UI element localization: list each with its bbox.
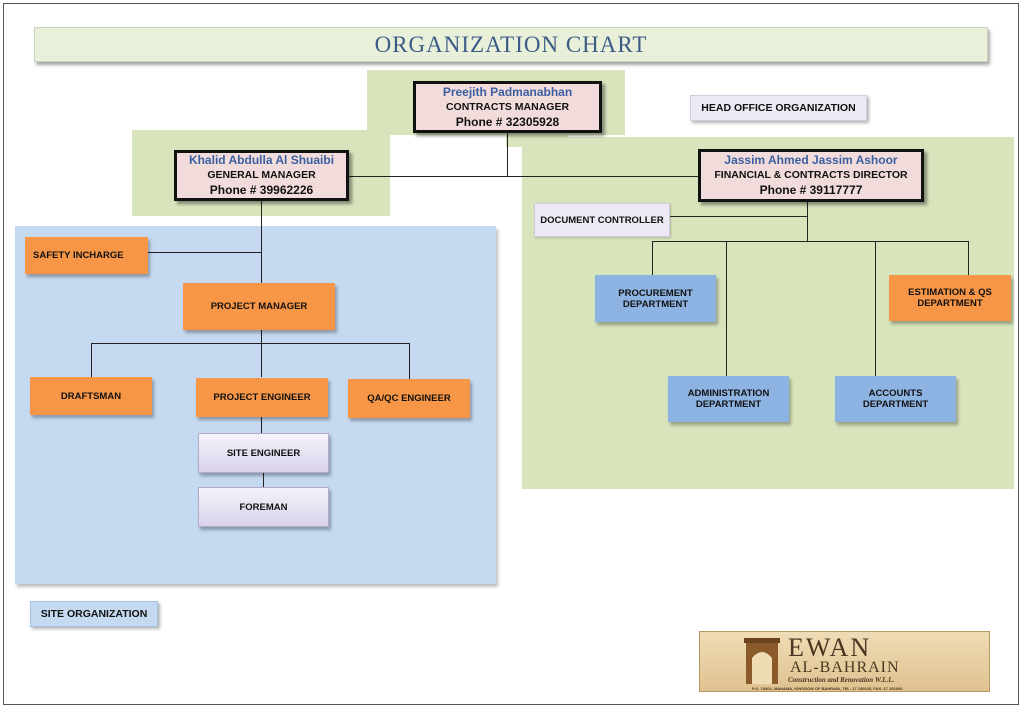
connector-line (263, 473, 264, 488)
head-office-label: HEAD OFFICE ORGANIZATION (690, 95, 867, 121)
site-organization-label-text: SITE ORGANIZATION (40, 608, 148, 620)
connector-line (148, 252, 261, 253)
connector-line (261, 200, 262, 284)
project-engineer-label: PROJECT ENGINEER (213, 392, 311, 403)
head-office-label-text: HEAD OFFICE ORGANIZATION (701, 102, 856, 114)
project-manager-box: PROJECT MANAGER (183, 283, 335, 330)
site-engineer-box: SITE ENGINEER (198, 433, 329, 473)
administration-label-line1: ADMINISTRATION (687, 388, 770, 399)
contracts-manager-name: Preejith Padmanabhan (442, 84, 573, 99)
connector-line (91, 343, 410, 344)
logo-address: P.O. 15404, MANAMA, KINGDOM OF BAHRAIN, … (752, 686, 903, 691)
foreman-label: FOREMAN (239, 501, 288, 513)
procurement-label-line2: DEPARTMENT (622, 298, 689, 310)
financial-director-phone: Phone # 39117777 (759, 183, 863, 197)
page-frame (3, 3, 1019, 705)
accounts-label-line2: DEPARTMENT (862, 399, 929, 410)
estimation-label-line1: ESTIMATION & QS (908, 287, 992, 298)
procurement-label-line1: PROCUREMENT (618, 287, 693, 299)
chart-title: ORGANIZATION CHART (374, 31, 648, 57)
connector-line (670, 216, 807, 217)
administration-label-line2: DEPARTMENT (695, 399, 762, 410)
connector-line (507, 133, 508, 176)
safety-incharge-label: SAFETY INCHARGE (33, 250, 124, 261)
connector-line (409, 343, 410, 379)
financial-director-role: FINANCIAL & CONTRACTS DIRECTOR (714, 169, 908, 181)
general-manager-name: Khalid Abdulla Al Shuaibi (188, 153, 335, 167)
logo-tagline: Construction and Renovation W.L.L. (788, 676, 895, 684)
logo-subname: AL-BAHRAIN (790, 659, 900, 676)
company-logo: EWAN AL-BAHRAIN Construction and Renovat… (699, 631, 990, 692)
administration-department-box: ADMINISTRATION DEPARTMENT (668, 376, 789, 422)
general-manager-role: GENERAL MANAGER (207, 169, 316, 181)
connector-line (968, 241, 969, 275)
connector-line (875, 241, 876, 376)
qaqc-engineer-label: QA/QC ENGINEER (367, 393, 451, 404)
estimation-label-line2: DEPARTMENT (917, 298, 983, 309)
safety-incharge-box: SAFETY INCHARGE (25, 237, 148, 274)
financial-director-box: Jassim Ahmed Jassim Ashoor FINANCIAL & C… (698, 149, 924, 202)
contracts-manager-phone: Phone # 32305928 (455, 114, 560, 129)
site-engineer-label: SITE ENGINEER (226, 447, 301, 459)
connector-line (261, 330, 262, 377)
contracts-manager-box: Preejith Padmanabhan CONTRACTS MANAGER P… (413, 81, 602, 133)
document-controller-label: DOCUMENT CONTROLLER (540, 214, 664, 226)
draftsman-label: DRAFTSMAN (60, 390, 122, 402)
document-controller-box: DOCUMENT CONTROLLER (534, 203, 670, 237)
logo-name: EWAN (788, 633, 872, 662)
project-engineer-box: PROJECT ENGINEER (196, 378, 328, 417)
connector-line (652, 241, 653, 275)
general-manager-box: Khalid Abdulla Al Shuaibi GENERAL MANAGE… (174, 150, 349, 201)
title-banner: ORGANIZATION CHART (34, 27, 988, 62)
connector-line (261, 417, 262, 434)
arch-emblem-icon (744, 638, 780, 684)
procurement-department-box: PROCUREMENT DEPARTMENT (595, 275, 716, 322)
general-manager-phone: Phone # 39962226 (209, 183, 314, 197)
connector-line (652, 241, 969, 242)
estimation-department-box: ESTIMATION & QS DEPARTMENT (889, 275, 1011, 321)
site-organization-label: SITE ORGANIZATION (30, 601, 158, 627)
accounts-department-box: ACCOUNTS DEPARTMENT (835, 376, 956, 422)
project-manager-label: PROJECT MANAGER (210, 301, 308, 312)
accounts-label-line1: ACCOUNTS (868, 388, 923, 399)
connector-line (807, 201, 808, 242)
qaqc-engineer-box: QA/QC ENGINEER (348, 379, 470, 418)
connector-line (726, 241, 727, 376)
connector-line (349, 176, 700, 177)
draftsman-box: DRAFTSMAN (30, 377, 152, 415)
connector-line (91, 343, 92, 377)
financial-director-name: Jassim Ahmed Jassim Ashoor (724, 153, 898, 167)
contracts-manager-role: CONTRACTS MANAGER (445, 100, 570, 113)
foreman-box: FOREMAN (198, 487, 329, 527)
